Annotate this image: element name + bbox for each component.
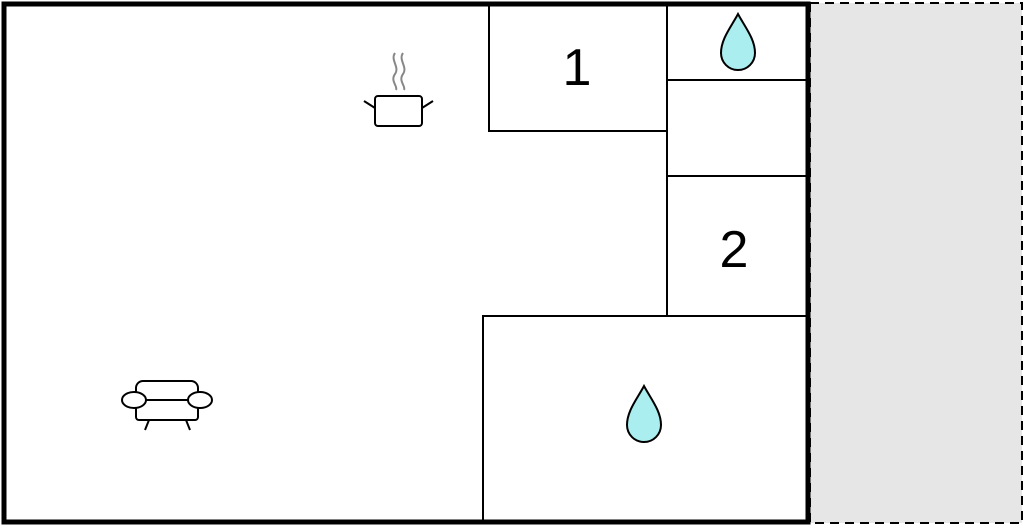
cooking-pot-icon: [363, 52, 434, 127]
apartment-floor: [4, 4, 808, 522]
water-drop-icon: [625, 383, 663, 443]
terrace-area: [809, 2, 1023, 524]
sofa-icon: [121, 380, 213, 431]
room-number-2: 2: [720, 221, 749, 279]
outer-wall: [1, 1, 811, 525]
water-drop-icon: [719, 11, 757, 71]
room-number-1: 1: [563, 39, 592, 97]
